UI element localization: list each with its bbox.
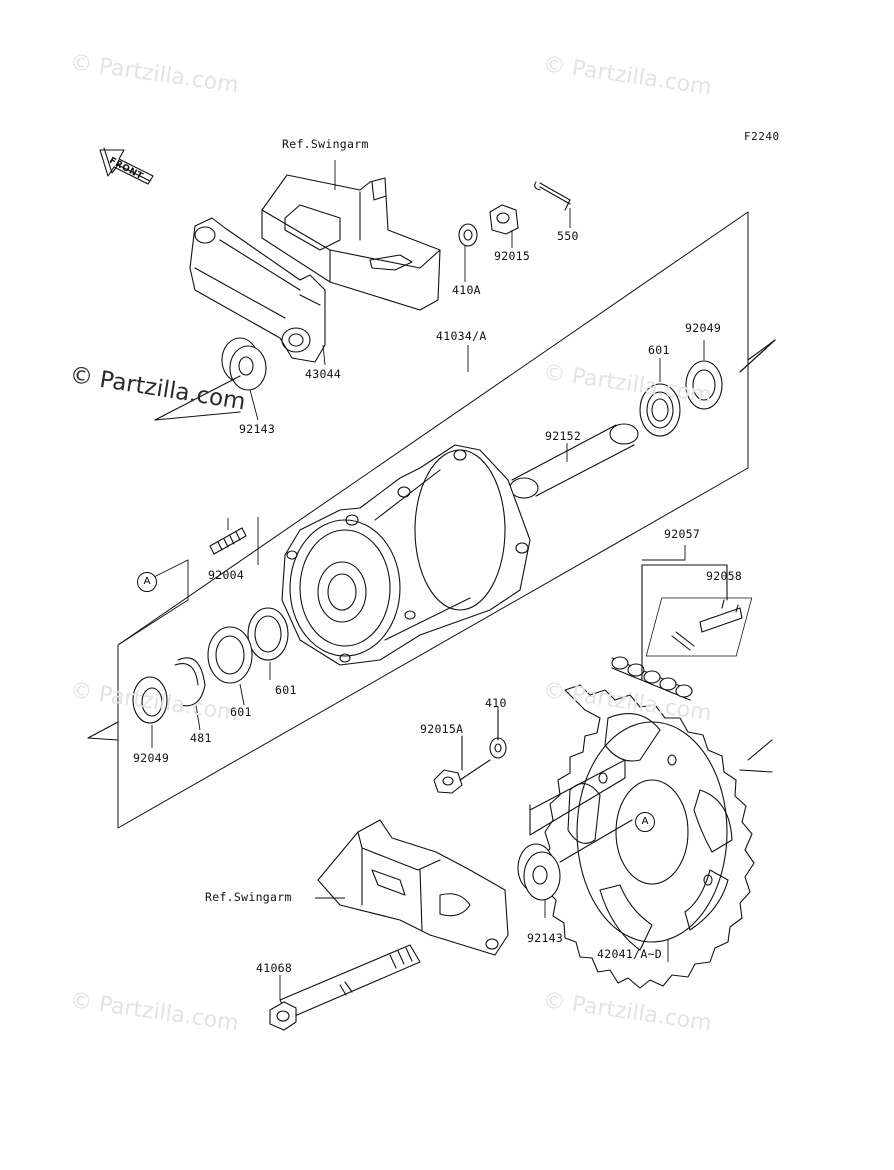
swingarm-top-drawing bbox=[261, 174, 441, 311]
seal-92049-right-drawing bbox=[685, 360, 723, 410]
callout-92049-left[interactable]: 92049 bbox=[133, 751, 170, 765]
callout-92004[interactable]: 92004 bbox=[208, 568, 245, 582]
callout-92057[interactable]: 92057 bbox=[664, 527, 701, 541]
swingarm-bottom-drawing bbox=[317, 819, 509, 956]
callout-ref-swingarm-top[interactable]: Ref.Swingarm bbox=[282, 137, 369, 151]
collar-92143-top-drawing bbox=[221, 337, 267, 391]
callout-410[interactable]: 410 bbox=[485, 696, 507, 710]
callout-92015[interactable]: 92015 bbox=[494, 249, 531, 263]
callout-92152[interactable]: 92152 bbox=[545, 429, 582, 443]
callout-601-b[interactable]: 601 bbox=[230, 705, 252, 719]
callout-410A[interactable]: 410A bbox=[452, 283, 481, 297]
figure-code: F2240 bbox=[744, 130, 780, 143]
callout-92058[interactable]: 92058 bbox=[706, 569, 743, 583]
reference-marker-a-right: A bbox=[635, 812, 655, 832]
front-arrow-icon bbox=[99, 147, 154, 185]
callout-601-a[interactable]: 601 bbox=[275, 683, 297, 697]
reference-marker-a-left: A bbox=[137, 572, 157, 592]
callout-92049-right[interactable]: 92049 bbox=[685, 321, 722, 335]
chain-adjuster-drawing bbox=[189, 217, 326, 363]
bearing-601-right-drawing bbox=[639, 383, 681, 437]
callout-ref-swingarm-bottom[interactable]: Ref.Swingarm bbox=[205, 890, 292, 904]
callout-41068[interactable]: 41068 bbox=[256, 961, 293, 975]
wheel-hub-drawing bbox=[281, 444, 531, 666]
callout-92143-top[interactable]: 92143 bbox=[239, 422, 276, 436]
chain-drawing bbox=[611, 656, 693, 701]
axle-group-outline bbox=[117, 211, 749, 829]
collar-92143-bottom-drawing bbox=[517, 843, 561, 901]
callout-92015A[interactable]: 92015A bbox=[420, 722, 464, 736]
stud-92004-drawing bbox=[209, 527, 247, 555]
callout-43044[interactable]: 43044 bbox=[305, 367, 342, 381]
axle-41068-drawing bbox=[269, 944, 421, 1031]
bearing-601-left-drawing bbox=[207, 607, 289, 684]
callout-550[interactable]: 550 bbox=[557, 229, 579, 243]
callout-601-right[interactable]: 601 bbox=[648, 343, 670, 357]
callout-92143-bottom[interactable]: 92143 bbox=[527, 931, 564, 945]
callout-481[interactable]: 481 bbox=[190, 731, 212, 745]
callout-41034[interactable]: 41034/A bbox=[436, 329, 487, 343]
sprocket-drawing bbox=[541, 684, 755, 989]
callout-42041[interactable]: 42041/A~D bbox=[597, 947, 663, 961]
collar-92152-drawing bbox=[509, 423, 639, 499]
